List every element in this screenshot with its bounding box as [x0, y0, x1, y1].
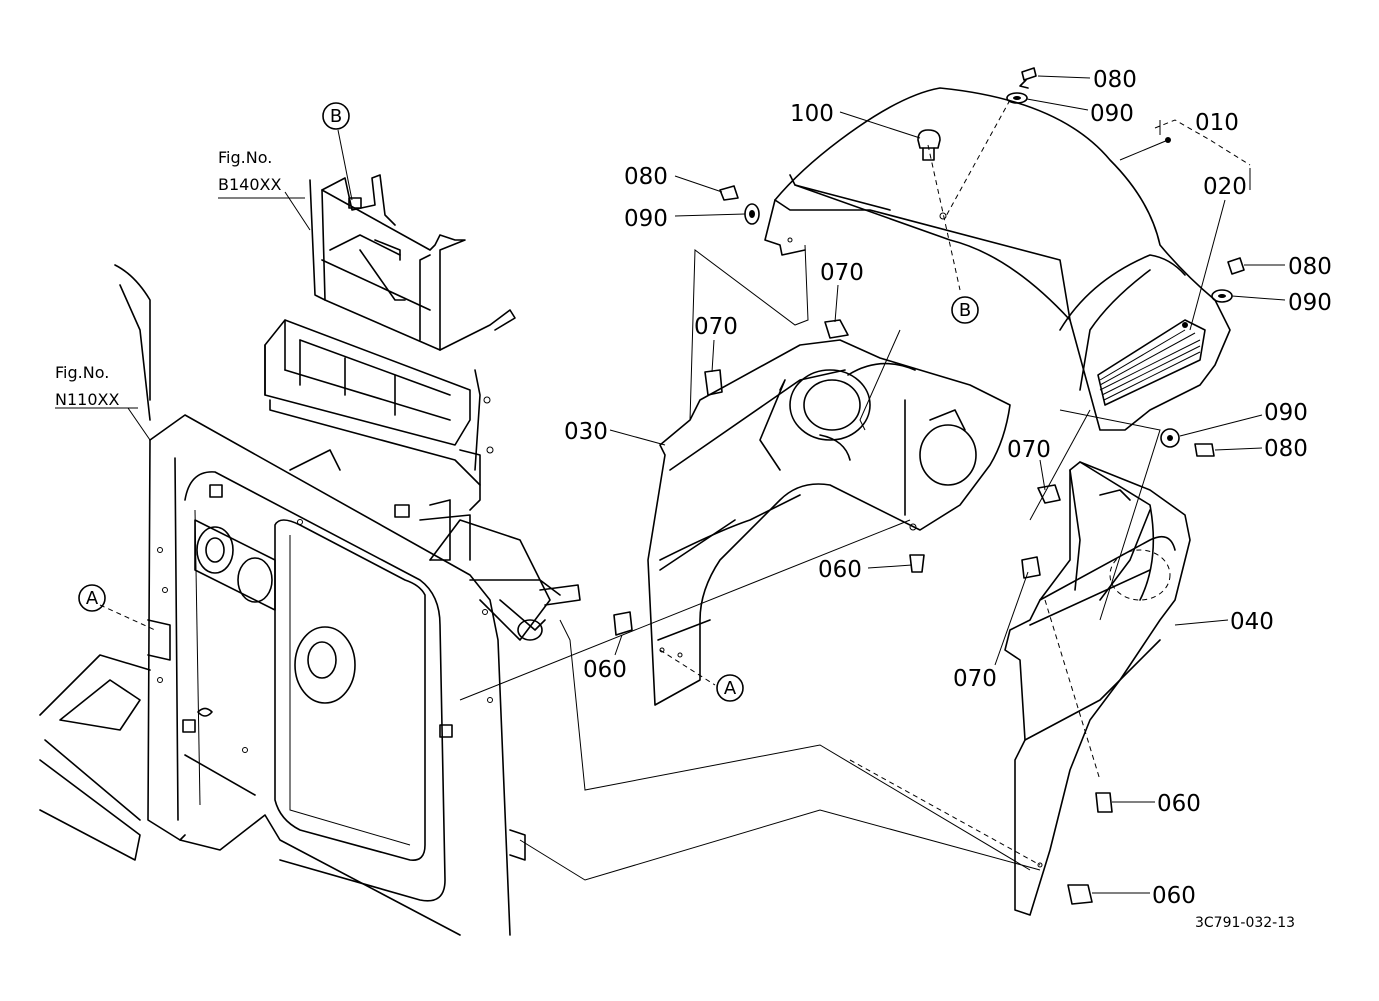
front-cover-030	[613, 319, 1011, 706]
callout-020: 020	[1203, 174, 1247, 200]
callout-070-side-bottom: 070	[953, 666, 997, 692]
callout-060-side-top: 060	[1157, 791, 1201, 817]
leader-lines	[55, 75, 1286, 894]
callout-060-frame: 060	[583, 657, 627, 683]
callout-080-left: 080	[624, 164, 668, 190]
callout-090-left: 090	[624, 206, 668, 232]
upper-cover-010	[764, 87, 1231, 431]
svg-text:A: A	[86, 588, 99, 609]
callout-070-cover-top: 070	[820, 260, 864, 286]
marker-a-frame: A	[78, 584, 106, 612]
callout-090-right: 090	[1288, 290, 1332, 316]
marker-b-cover: B	[951, 296, 979, 324]
callout-060-side-bottom: 060	[1152, 883, 1196, 909]
svg-text:B: B	[330, 106, 342, 127]
bracket-b140xx	[264, 174, 516, 511]
fig-ref-b140xx-label: Fig.No.	[218, 148, 272, 167]
callout-010: 010	[1195, 110, 1239, 136]
callout-070-cover-left: 070	[694, 314, 738, 340]
callout-080-lower: 080	[1264, 436, 1308, 462]
fig-ref-b140xx-code: B140XX	[218, 175, 281, 194]
callout-040: 040	[1230, 609, 1274, 635]
callout-070-side-top: 070	[1007, 437, 1051, 463]
svg-text:B: B	[959, 300, 971, 321]
marker-b-top: B	[322, 102, 350, 130]
callout-080-right: 080	[1288, 254, 1332, 280]
callout-030: 030	[564, 419, 608, 445]
svg-text:A: A	[724, 678, 737, 699]
fig-ref-n110xx-code: N110XX	[55, 390, 119, 409]
callout-090-lower: 090	[1264, 400, 1308, 426]
drawing-code: 3C791-032-13	[1195, 915, 1295, 931]
marker-a-cover: A	[716, 674, 744, 702]
callout-080-top: 080	[1093, 67, 1137, 93]
side-cover-040	[1004, 461, 1191, 916]
callout-100: 100	[790, 101, 834, 127]
fasteners	[719, 67, 1245, 457]
frame-assembly	[39, 264, 581, 936]
callout-090-top: 090	[1090, 101, 1134, 127]
fig-ref-n110xx-label: Fig.No.	[55, 363, 109, 382]
callout-060-cover: 060	[818, 557, 862, 583]
